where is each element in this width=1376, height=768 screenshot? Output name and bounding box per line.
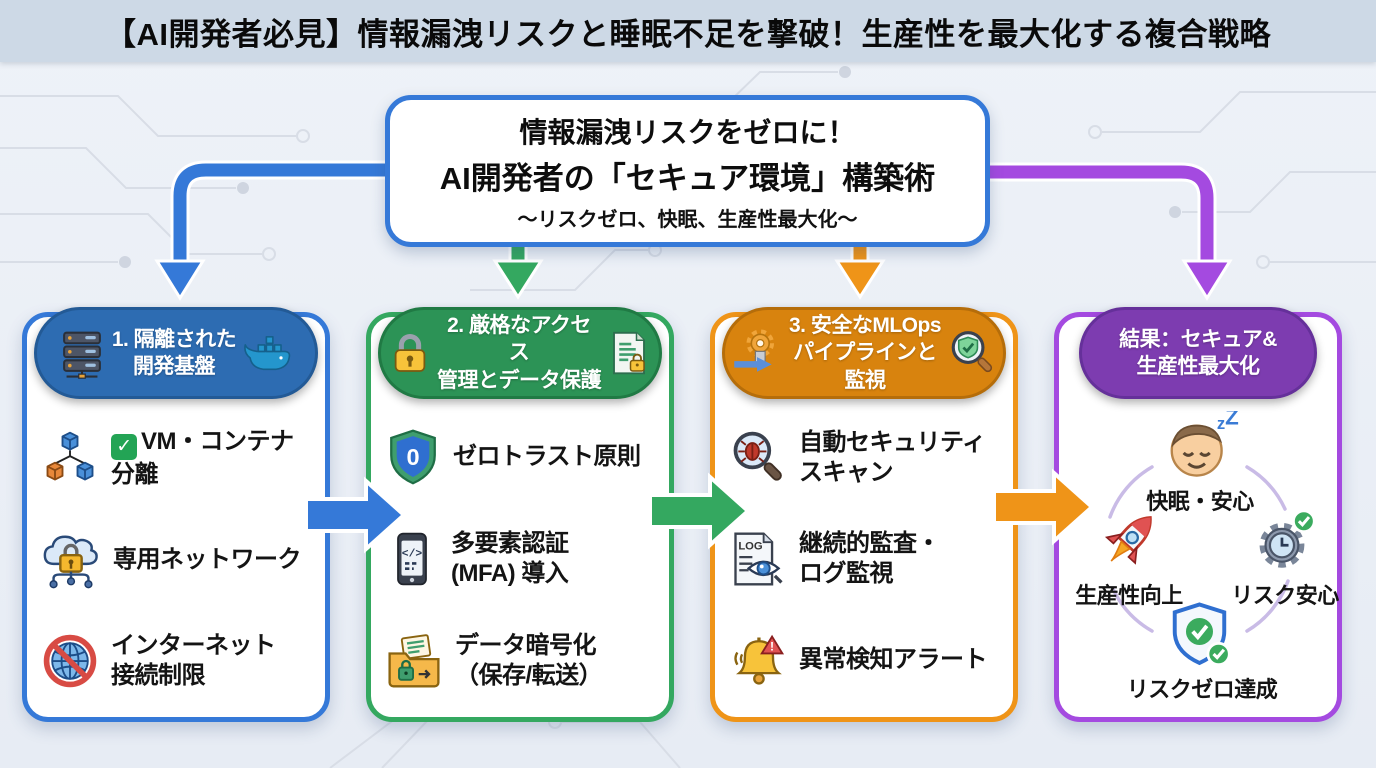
cloud-lock-icon: [43, 536, 98, 589]
svg-text:</>: </>: [402, 548, 423, 560]
headline-line1: 情報漏洩リスクをゼロに！: [519, 116, 856, 148]
list-item: データ暗号化 （保存/転送）: [384, 631, 663, 691]
column-isolated-dev-platform: 1. 隔離された 開発基盤: [22, 307, 330, 722]
secure-document-icon: [613, 331, 645, 375]
column1-title: 1. 隔離された 開発基盤: [111, 327, 237, 378]
cluster-cubes-icon: [46, 432, 94, 481]
column1-header: 1. 隔離された 開発基盤: [34, 307, 318, 399]
docker-whale-icon: [244, 335, 291, 371]
pipeline-gear-icon: [734, 329, 775, 372]
headline-line2: AI開発者の「セキュア環境」構築術: [439, 160, 936, 196]
item-label: 異常検知アラート: [799, 646, 988, 674]
list-item: 0 ゼロトラスト原則: [384, 427, 663, 487]
list-item: 自動セキュリティ スキャン: [728, 428, 1007, 488]
svg-text:!: !: [770, 640, 774, 654]
list-item: </> 多要素認証 (MFA) 導入: [384, 528, 663, 590]
list-item: LOG 継続的監査・ ログ監視: [728, 529, 1007, 589]
column-result: 結果：セキュア& 生産性最大化 z Z: [1054, 307, 1342, 722]
column4-title: 結果：セキュア& 生産性最大化: [1119, 327, 1277, 378]
item-label: 多要素認証 (MFA) 導入: [451, 529, 569, 587]
cycle-node-risk-safe: リスク安心: [1231, 507, 1339, 610]
column4-header: 結果：セキュア& 生産性最大化: [1079, 307, 1317, 399]
cycle-node-productivity: 生産性向上: [1075, 505, 1183, 610]
server-rack-icon: [62, 331, 101, 379]
item-label: 自動セキュリティ スキャン: [799, 428, 986, 486]
svg-text:z: z: [1217, 414, 1225, 433]
svg-text:LOG: LOG: [738, 541, 763, 553]
list-item: ✓VM・コンテナ 分離: [40, 427, 319, 490]
column3-title: 3. 安全なMLOps パイプラインと監視: [788, 314, 942, 392]
svg-text:0: 0: [406, 444, 419, 470]
cycle-label: リスク安心: [1231, 583, 1339, 608]
alert-bell-icon: !: [734, 635, 785, 685]
item-label: 継続的監査・ ログ監視: [799, 529, 941, 587]
cycle-arcs: [1108, 465, 1290, 633]
item-label: ✓VM・コンテナ 分離: [111, 427, 294, 488]
cycle-label: 生産性向上: [1075, 583, 1183, 608]
headline-subtitle: ～リスクゼロ、快眠、生産性最大化～: [517, 208, 858, 231]
item-label: 専用ネットワーク: [113, 546, 302, 574]
encrypted-folder-icon: [388, 633, 440, 688]
list-item: インターネット 接続制限: [40, 631, 319, 691]
column2-header: 2. 厳格なアクセス 管理とデータ保護: [378, 307, 662, 399]
item-label: データ暗号化 （保存/転送）: [455, 631, 603, 689]
column2-title: 2. 厳格なアクセス 管理とデータ保護: [437, 314, 602, 392]
green-check-icon: ✓: [111, 433, 137, 460]
page-title: 【AI開発者必見】情報漏洩リスクと睡眠不足を撃破！生産性を最大化する複合戦略: [0, 0, 1376, 62]
column3-items: 自動セキュリティ スキャン LOG 継続的監査・ ログ監視: [728, 407, 1007, 711]
shield-achieved-icon: [1173, 602, 1231, 667]
list-item: ! 異常検知アラート: [728, 630, 1007, 690]
sleeping-face-icon: z Z: [1170, 411, 1238, 477]
column1-items: ✓VM・コンテナ 分離 専用ネットワーク: [40, 407, 319, 711]
scan-shield-magnifier-icon: [951, 331, 993, 373]
bug-scan-icon: [733, 431, 782, 481]
column2-items: 0 ゼロトラスト原則 </> 多要素認証 (MFA) 導入: [384, 407, 663, 711]
column3-header: 3. 安全なMLOps パイプラインと監視: [722, 307, 1006, 399]
padlock-icon: [394, 333, 426, 372]
svg-text:Z: Z: [1225, 411, 1238, 429]
cycle-node-sleep: z Z 快眠・安心: [1146, 411, 1254, 516]
mfa-phone-icon: </>: [397, 532, 427, 586]
gear-clock-icon: [1259, 509, 1316, 568]
no-internet-icon: [43, 634, 97, 688]
cycle-label: 快眠・安心: [1146, 489, 1254, 514]
cycle-label: リスクゼロ達成: [1126, 677, 1278, 702]
result-cycle: z Z 快眠・安心 生産性向上: [1059, 409, 1339, 717]
headline-box: 情報漏洩リスクをゼロに！ AI開発者の「セキュア環境」構築術 ～リスクゼロ、快眠…: [385, 95, 990, 247]
log-monitor-icon: LOG: [734, 532, 783, 586]
cycle-node-zero-risk: リスクゼロ達成: [1127, 601, 1278, 704]
list-item: 専用ネットワーク: [40, 529, 319, 591]
column-access-control: 2. 厳格なアクセス 管理とデータ保護 0 ゼロトラスト原則: [366, 307, 674, 722]
zero-trust-shield-icon: 0: [390, 429, 436, 485]
rocket-icon: [1104, 516, 1152, 565]
item-label: インターネット 接続制限: [111, 632, 276, 690]
column-mlops-monitoring: 3. 安全なMLOps パイプラインと監視 自動セキュリティ スキャン: [710, 307, 1018, 722]
item-label: ゼロトラスト原則: [453, 443, 641, 471]
